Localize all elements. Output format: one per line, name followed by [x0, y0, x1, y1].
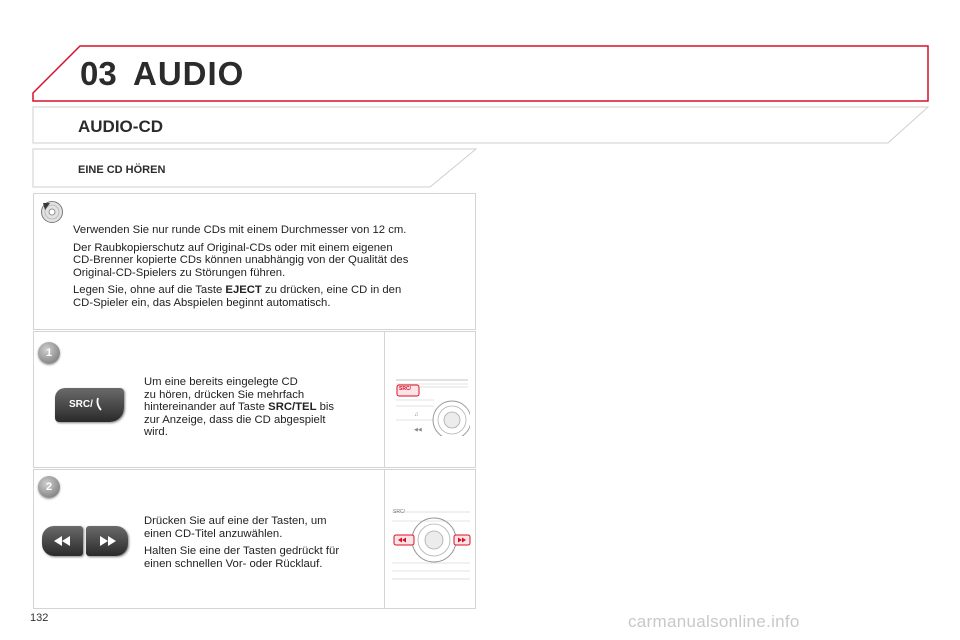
rewind-button — [42, 526, 83, 556]
info-paragraph-3: Legen Sie, ohne auf die Taste EJECT zu d… — [73, 284, 468, 309]
subsection-banner — [32, 148, 478, 188]
fast-forward-icon — [100, 536, 116, 546]
rewind-icon — [54, 536, 70, 546]
step2-p1-line1: Drücken Sie auf eine der Tasten, um — [144, 515, 327, 527]
step1-number-badge: 1 — [38, 342, 60, 364]
step1-line4: zur Anzeige, dass die CD abgespielt — [144, 413, 326, 426]
src-tel-label: SRC/TEL — [268, 401, 317, 413]
step2-divider — [384, 469, 385, 609]
step2-p2-line1: Halten Sie eine der Tasten gedrückt für — [144, 545, 340, 557]
page-number: 132 — [30, 612, 49, 624]
step1-divider — [384, 331, 385, 468]
phone-handset-icon — [96, 397, 102, 411]
chapter-number: 03 — [80, 55, 117, 92]
step2-panel-illustration — [392, 511, 471, 580]
step1-line2: zu hören, drücken Sie mehrfach — [144, 388, 305, 401]
info-p2-line1: Der Raubkopierschutz auf Original-CDs od… — [73, 241, 393, 254]
step1-block — [33, 331, 476, 468]
info-p3-pre: Legen Sie, ohne auf die Taste — [73, 284, 226, 296]
step1-text: Um eine bereits eingelegte CD zu hören, … — [144, 376, 379, 439]
svg-text:◀◀: ◀◀ — [414, 427, 422, 433]
info-block — [33, 193, 476, 330]
step2-paragraph-1: Drücken Sie auf eine der Tasten, um eine… — [144, 515, 379, 540]
step2-paragraph-2: Halten Sie eine der Tasten gedrückt für … — [144, 545, 379, 570]
step2-p1-line2: einen CD-Titel anzuwählen. — [144, 527, 283, 540]
cd-disc-icon — [41, 201, 63, 223]
chapter-title: AUDIO — [133, 55, 245, 92]
src-tel-button-label: SRC/ — [69, 399, 93, 410]
chapter-header-frame — [32, 45, 929, 102]
info-paragraph-2: Der Raubkopierschutz auf Original-CDs od… — [73, 242, 468, 280]
step1-panel-label: SRC/ — [399, 386, 411, 392]
step2-text: Drücken Sie auf eine der Tasten, um eine… — [144, 515, 379, 575]
watermark: carmanualsonline.info — [628, 612, 800, 631]
step1-line3-pre: hintereinander auf Taste — [144, 401, 269, 413]
info-p2-line2: CD-Brenner kopierte CDs können unabhängi… — [73, 254, 409, 266]
src-tel-button: SRC/ — [55, 388, 124, 422]
info-paragraph-1: Verwenden Sie nur runde CDs mit einem Du… — [73, 224, 407, 236]
step2-number-badge: 2 — [38, 476, 60, 498]
section-title: AUDIO-CD — [78, 117, 163, 136]
step2-panel-label: SRC/ — [393, 509, 405, 515]
step1-line5: wird. — [144, 426, 168, 438]
info-p3-post: zu drücken, eine CD in den — [261, 284, 402, 296]
eject-label: EJECT — [225, 284, 262, 296]
section-banner — [32, 106, 930, 144]
step2-block — [33, 469, 476, 609]
info-p3-line2: CD-Spieler ein, das Abspielen beginnt au… — [73, 296, 331, 309]
info-text: Verwenden Sie nur runde CDs mit einem Du… — [73, 224, 468, 314]
step1-line3-post: bis — [316, 401, 335, 413]
svg-text:♫: ♫ — [414, 412, 419, 418]
step1-panel-illustration: ♫ ◀◀ — [396, 379, 470, 436]
step2-p2-line2: einen schnellen Vor- oder Rücklauf. — [144, 557, 323, 570]
fast-forward-button — [86, 526, 128, 556]
subsection-title: EINE CD HÖREN — [78, 164, 166, 176]
info-p2-line3: Original-CD-Spielers zu Störungen führen… — [73, 266, 286, 279]
step1-line1: Um eine bereits eingelegte CD — [144, 376, 298, 388]
